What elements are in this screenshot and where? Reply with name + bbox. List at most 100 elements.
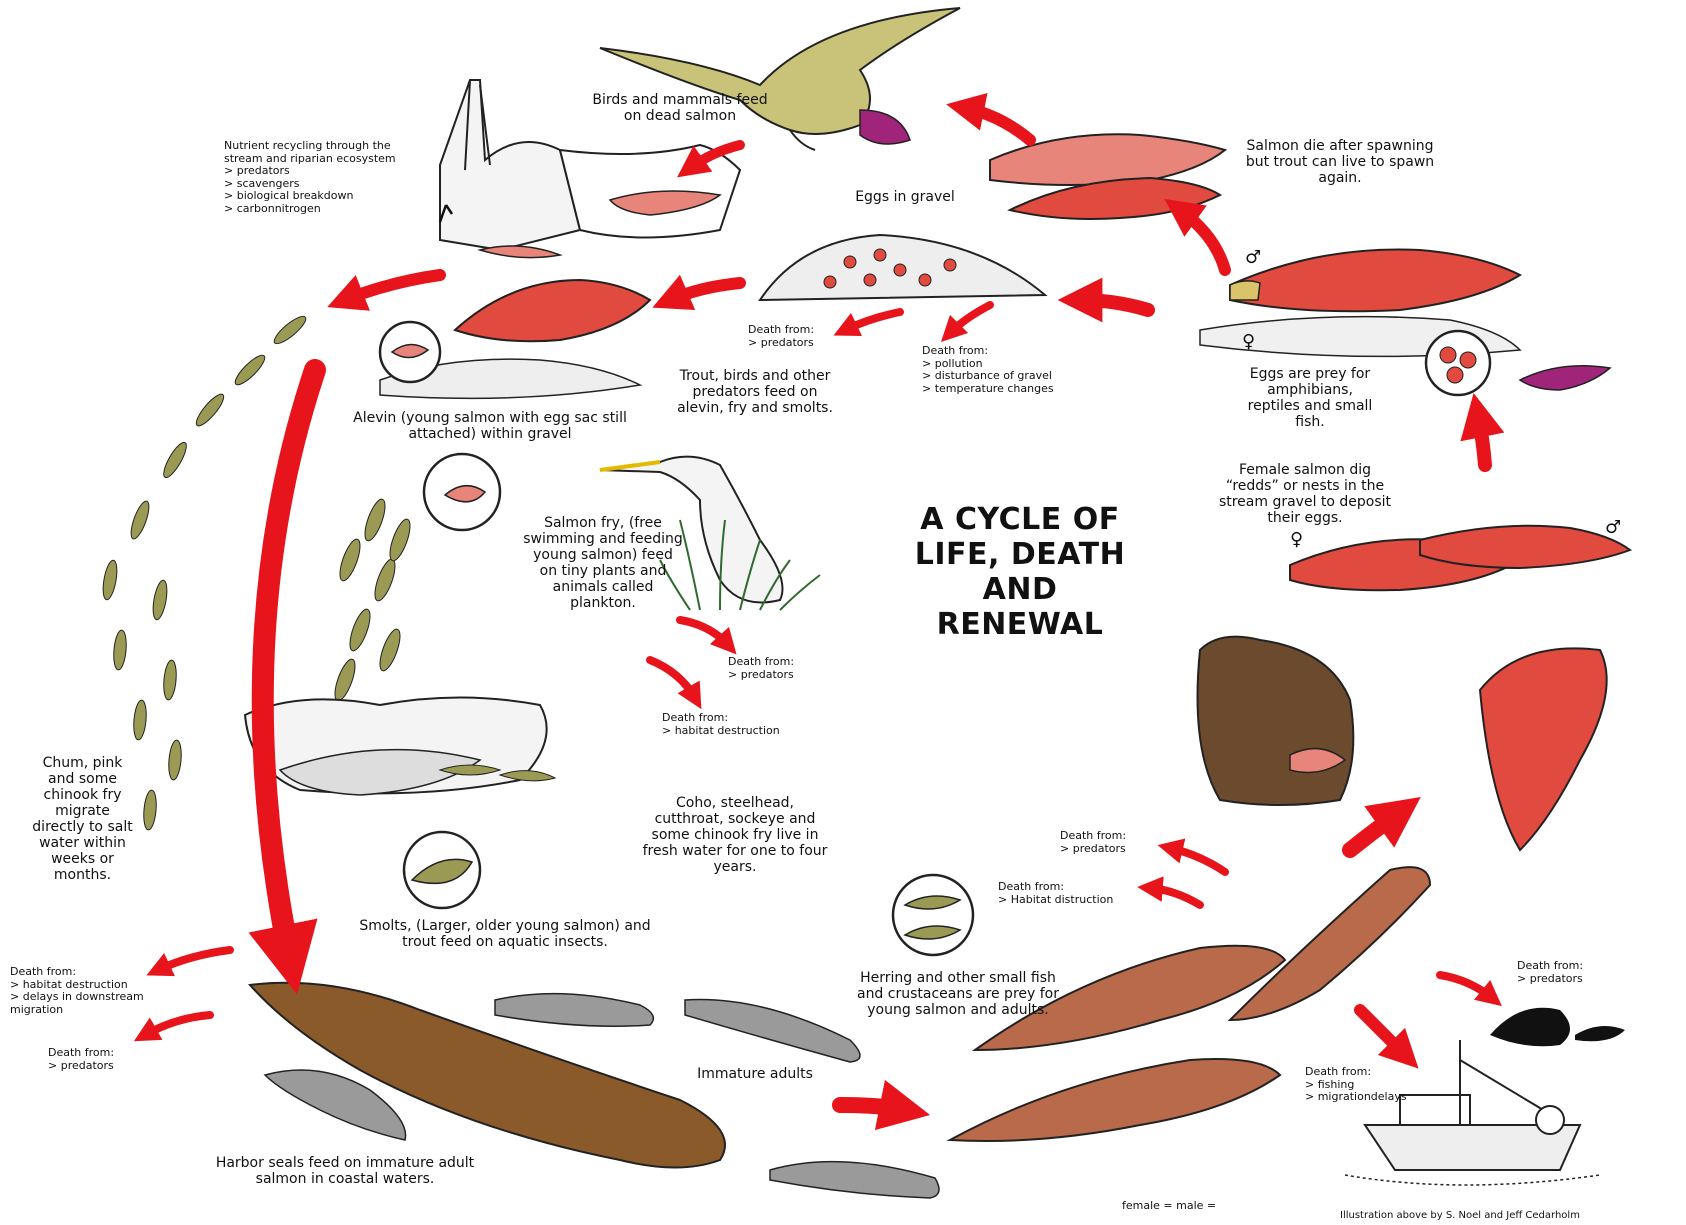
label-salmon-die: Salmon die after spawning but trout can … bbox=[1225, 138, 1455, 186]
label-line: Death from: bbox=[728, 656, 794, 669]
label-line: attached) within gravel bbox=[320, 426, 660, 442]
male-symbol: ♂ bbox=[1605, 520, 1621, 536]
label-line: years. bbox=[620, 859, 850, 875]
arrow-immature-to-adult bbox=[840, 1105, 905, 1110]
title-line: LIFE, DEATH bbox=[880, 537, 1160, 572]
label-line: chinook fry bbox=[20, 787, 145, 803]
label-birds: Birds and mammals feed on dead salmon bbox=[565, 92, 795, 124]
label-line: > carbonnitrogen bbox=[224, 203, 396, 216]
label-line: > predators bbox=[748, 337, 814, 350]
label-death-predators-2: Death from: > predators bbox=[728, 656, 794, 681]
label-line: young salmon and adults. bbox=[838, 1002, 1078, 1018]
label-death-habitat-2: Death from: > Habitat distruction bbox=[998, 881, 1113, 906]
label-line: > predators bbox=[1517, 973, 1583, 986]
label-line: Eggs in gravel bbox=[830, 189, 980, 205]
dying-salmon-illustration bbox=[990, 134, 1225, 219]
label-line: “redds” or nests in the bbox=[1195, 478, 1415, 494]
label-smolts: Smolts, (Larger, older young salmon) and… bbox=[335, 918, 675, 950]
arrow-downstream bbox=[158, 950, 230, 970]
label-death-downstream: Death from: > habitat destruction > dela… bbox=[10, 966, 144, 1016]
arrow-eggs-to-alevin bbox=[670, 283, 740, 300]
label-line: migration bbox=[10, 1004, 144, 1017]
label-line: > Habitat distruction bbox=[998, 894, 1113, 907]
label-line: trout feed on aquatic insects. bbox=[335, 934, 675, 950]
label-line: > biological breakdown bbox=[224, 190, 396, 203]
diagram-title: A CYCLE OF LIFE, DEATH AND RENEWAL bbox=[880, 502, 1160, 642]
arrow-up-eggs-prey bbox=[1478, 415, 1485, 465]
label-line: Immature adults bbox=[680, 1066, 830, 1082]
arrow-fry-predators bbox=[680, 620, 728, 645]
title-line: RENEWAL bbox=[880, 607, 1160, 642]
log-jam-illustration bbox=[245, 698, 555, 796]
label-line: and crustaceans are prey for bbox=[838, 986, 1078, 1002]
label-line: > disturbance of gravel bbox=[922, 370, 1054, 383]
title-line: A CYCLE OF bbox=[880, 502, 1160, 537]
label-line: alevin, fry and smolts. bbox=[650, 400, 860, 416]
arrow-down-big bbox=[263, 370, 315, 960]
arrow-up-bear bbox=[1350, 812, 1400, 850]
arrow-orca bbox=[1440, 975, 1492, 998]
label-line: Death from: bbox=[748, 324, 814, 337]
herring-closeup-illustration bbox=[893, 875, 973, 955]
hawk-illustration bbox=[600, 8, 960, 150]
label-line: Death from: bbox=[1060, 830, 1126, 843]
label-line: amphibians, bbox=[1225, 382, 1395, 398]
fry-school-illustration bbox=[331, 497, 414, 703]
redd-digging-salmon-illustration bbox=[1290, 526, 1630, 591]
label-alevin: Alevin (young salmon with egg sac still … bbox=[320, 410, 660, 442]
label-line: > predators bbox=[1060, 843, 1126, 856]
arrow-to-fry-column bbox=[345, 275, 440, 300]
arrow-spawn-to-eggs bbox=[1080, 300, 1148, 310]
label-line: months. bbox=[20, 867, 145, 883]
smolt-closeup-illustration bbox=[404, 832, 480, 908]
label-line: predators feed on bbox=[650, 384, 860, 400]
arrow-adult-predators bbox=[1170, 848, 1225, 872]
label-line: Trout, birds and other bbox=[650, 368, 860, 384]
label-line: > temperature changes bbox=[922, 383, 1054, 396]
label-line: Death from: bbox=[48, 1047, 114, 1060]
label-death-fishing: Death from: > fishing > migrationdelays bbox=[1305, 1066, 1407, 1104]
label-death-habitat-1: Death from: > habitat destruction bbox=[662, 712, 780, 737]
label-death-predators-1: Death from: > predators bbox=[748, 324, 814, 349]
title-line: AND bbox=[880, 572, 1160, 607]
jumping-salmon-illustration bbox=[1480, 648, 1607, 850]
arrow-downstream-predators bbox=[145, 1015, 210, 1035]
label-line: Salmon fry, (free bbox=[508, 515, 698, 531]
alevin-trout-illustration bbox=[380, 280, 650, 398]
label-fry: Salmon fry, (free swimming and feeding y… bbox=[508, 515, 698, 611]
fishing-boat-illustration bbox=[1345, 1040, 1600, 1185]
label-line: > predators bbox=[224, 165, 396, 178]
label-line: young salmon) feed bbox=[508, 547, 698, 563]
label-immature: Immature adults bbox=[680, 1066, 830, 1082]
label-seals: Harbor seals feed on immature adult salm… bbox=[195, 1155, 495, 1187]
label-line: Eggs are prey for bbox=[1225, 366, 1395, 382]
arrow-fishing bbox=[1360, 1010, 1405, 1055]
label-death-predators-5: Death from: > predators bbox=[1517, 960, 1583, 985]
label-line: again. bbox=[1225, 170, 1455, 186]
label-line: water within bbox=[20, 835, 145, 851]
label-line: Death from: bbox=[1517, 960, 1583, 973]
label-line: on dead salmon bbox=[565, 108, 795, 124]
label-line: > habitat destruction bbox=[662, 725, 780, 738]
label-line: Salmon die after spawning bbox=[1225, 138, 1455, 154]
label-line: Smolts, (Larger, older young salmon) and bbox=[335, 918, 675, 934]
legend-female-male: female = male = bbox=[1122, 1199, 1216, 1212]
label-death-pollution: Death from: > pollution > disturbance of… bbox=[922, 345, 1054, 395]
arrow-death-2 bbox=[950, 305, 990, 333]
label-line: Birds and mammals feed bbox=[565, 92, 795, 108]
label-line: animals called bbox=[508, 579, 698, 595]
label-eggs-gravel: Eggs in gravel bbox=[830, 189, 980, 205]
label-line: Female salmon dig bbox=[1195, 462, 1415, 478]
label-line: their eggs. bbox=[1195, 510, 1415, 526]
label-line: plankton. bbox=[508, 595, 698, 611]
label-line: Chum, pink bbox=[20, 755, 145, 771]
label-death-predators-3: Death from: > predators bbox=[1060, 830, 1126, 855]
label-death-predators-4: Death from: > predators bbox=[48, 1047, 114, 1072]
label-line: Death from: bbox=[998, 881, 1113, 894]
label-line: cutthroat, sockeye and bbox=[620, 811, 850, 827]
label-line: > delays in downstream bbox=[10, 991, 144, 1004]
label-line: migrate bbox=[20, 803, 145, 819]
male-symbol: ♂ bbox=[1245, 250, 1261, 266]
fry-closeup-illustration bbox=[424, 454, 500, 530]
